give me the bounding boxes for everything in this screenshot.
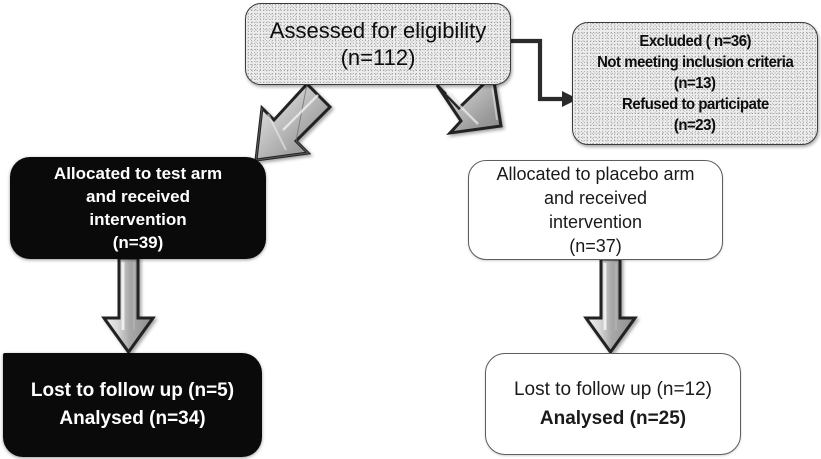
node-test-arm-outcome[interactable]: Lost to follow up (n=5) Analysed (n=34) [3, 353, 262, 457]
test-arm-line-3: intervention [89, 210, 187, 229]
test-arm-line-1: Allocated to test arm [53, 164, 223, 183]
assessed-line-1: Assessed for eligibility [269, 18, 487, 43]
excluded-line-5: (n=23) [674, 117, 716, 134]
placebo-arm-line-1: Allocated to placebo arm [496, 164, 695, 184]
node-placebo-arm-outcome[interactable]: Lost to follow up (n=12) Analysed (n=25) [485, 353, 741, 455]
placebo-arm-line-2: and received [543, 188, 648, 208]
test-arm-line-2: and received [86, 187, 190, 206]
excluded-line-3: (n=13) [674, 75, 716, 92]
placebo-outcome-line-2: Analysed (n=25) [539, 408, 687, 429]
node-allocated-placebo-arm[interactable]: Allocated to placebo arm and received in… [468, 160, 723, 260]
excluded-line-4: Refused to participate [621, 96, 769, 113]
connector-assessed-to-excluded [511, 38, 578, 107]
placebo-arm-line-4: (n=37) [569, 236, 622, 256]
node-allocated-test-arm[interactable]: Allocated to test arm and received inter… [10, 157, 266, 259]
arrow-placebo-arm-to-outcome [583, 257, 638, 355]
arrow-test-arm-to-outcome [101, 256, 156, 355]
test-arm-line-4: (n=39) [112, 233, 164, 252]
test-outcome-line-1: Lost to follow up (n=5) [30, 380, 235, 401]
placebo-outcome-line-1: Lost to follow up (n=12) [513, 379, 713, 400]
assessed-line-2: (n=112) [340, 45, 416, 70]
test-outcome-line-2: Analysed (n=34) [59, 408, 206, 429]
node-assessed-for-eligibility[interactable]: Assessed for eligibility (n=112) [245, 3, 511, 85]
placebo-arm-line-3: intervention [548, 212, 643, 232]
excluded-line-2: Not meeting inclusion criteria [596, 54, 794, 71]
node-excluded[interactable]: Excluded ( n=36) Not meeting inclusion c… [572, 22, 818, 145]
excluded-line-1: Excluded ( n=36) [639, 33, 751, 50]
arrow-assessed-to-test-arm [254, 81, 333, 162]
